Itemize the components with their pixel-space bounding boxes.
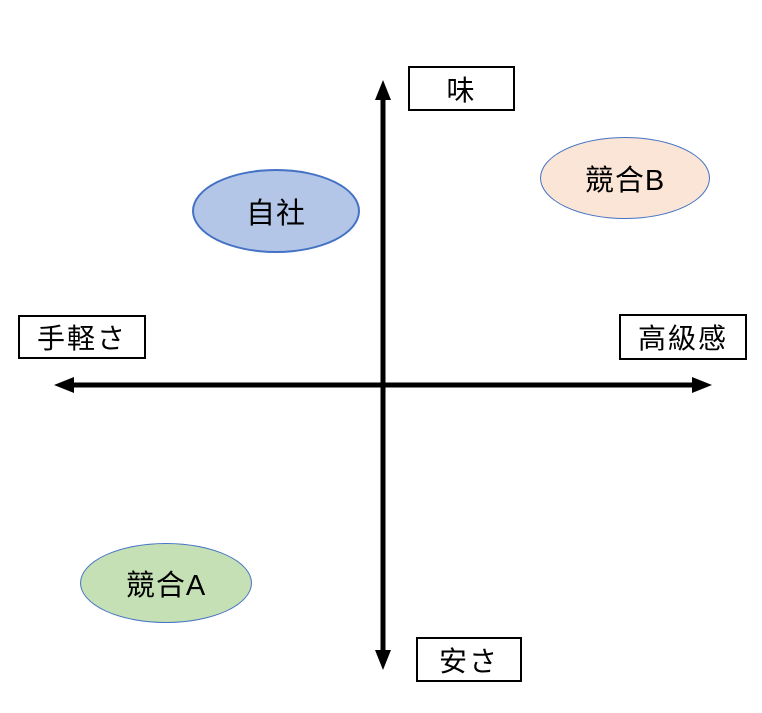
axis-label-right-text: 高級感 <box>637 323 728 354</box>
axis-label-top: 味 <box>408 66 515 111</box>
axis-label-top-text: 味 <box>446 74 477 106</box>
entity-ellipse-2: 競合B <box>540 137 710 219</box>
arrowhead-up-icon <box>375 80 391 100</box>
axis-label-bottom-text: 安さ <box>438 645 499 677</box>
arrowhead-down-icon <box>375 650 391 670</box>
arrowhead-left-icon <box>54 377 74 393</box>
axis-label-right: 高級感 <box>619 314 747 360</box>
entity-ellipse-1: 自社 <box>192 169 360 253</box>
entity-ellipse-3: 競合A <box>80 543 252 623</box>
axis-label-left: 手軽さ <box>18 315 146 359</box>
entity-label: 自社 <box>245 198 306 230</box>
entity-label: 競合B <box>584 165 666 197</box>
entity-label: 競合A <box>125 570 207 602</box>
axis-label-bottom: 安さ <box>416 637 522 682</box>
arrowhead-right-icon <box>692 377 712 393</box>
axis-label-left-text: 手軽さ <box>36 323 127 354</box>
